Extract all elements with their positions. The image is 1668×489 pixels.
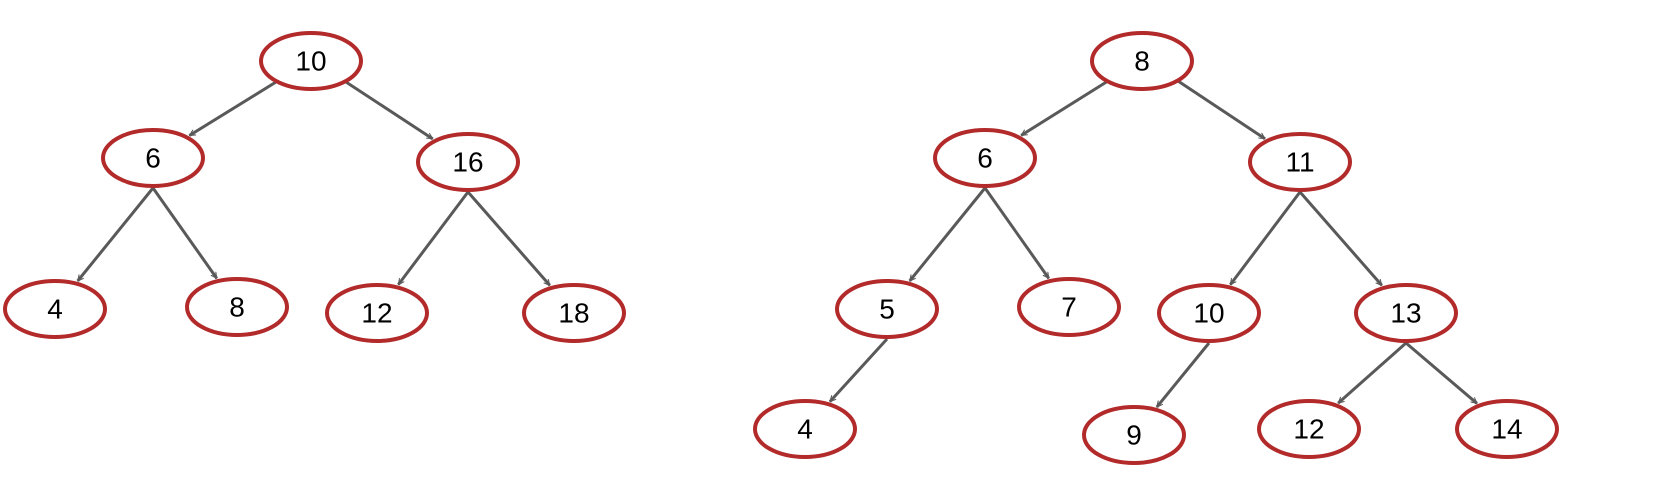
node-ellipse: [1017, 277, 1121, 337]
edge-arrow: [1405, 341, 1478, 405]
tree-node: 12: [325, 283, 429, 343]
tree-node: 6: [933, 128, 1037, 188]
tree-node: 6: [101, 128, 205, 188]
node-label: 6: [145, 143, 161, 174]
node-ellipse: [753, 399, 857, 459]
node-ellipse: [101, 128, 205, 188]
edge-arrow: [466, 191, 551, 287]
tree-node: 4: [753, 399, 857, 459]
node-ellipse: [3, 279, 107, 339]
nodes-layer: 10 6 16 4 8 12 18 8 6 11 5 7 10 13 4 9 12 14: [3, 31, 1559, 465]
node-label: 14: [1491, 414, 1522, 445]
node-ellipse: [1090, 31, 1194, 91]
edge-arrow: [1155, 342, 1211, 408]
node-label: 7: [1061, 292, 1077, 323]
tree-node: 8: [185, 277, 289, 337]
edge-arrow: [828, 337, 889, 403]
tree-node: 4: [3, 279, 107, 339]
node-label: 4: [797, 414, 813, 445]
node-ellipse: [933, 128, 1037, 188]
tree-node: 10: [1157, 283, 1261, 343]
node-label: 6: [977, 143, 993, 174]
tree-node: 9: [1082, 405, 1186, 465]
tree-node: 16: [416, 132, 520, 192]
node-label: 10: [1193, 298, 1224, 329]
tree-node: 7: [1017, 277, 1121, 337]
node-ellipse: [185, 277, 289, 337]
node-label: 8: [1134, 46, 1150, 77]
tree-node: 11: [1248, 132, 1352, 192]
node-label: 18: [558, 298, 589, 329]
node-ellipse: [1257, 399, 1361, 459]
edge-arrow: [151, 187, 218, 280]
tree-node: 13: [1354, 283, 1458, 343]
node-label: 4: [47, 294, 63, 325]
node-label: 5: [879, 294, 895, 325]
node-ellipse: [1082, 405, 1186, 465]
edge-arrow: [1298, 191, 1383, 287]
node-ellipse: [1354, 283, 1458, 343]
tree-node: 18: [522, 283, 626, 343]
node-ellipse: [1455, 399, 1559, 459]
node-label: 12: [361, 298, 392, 329]
edge-arrow: [345, 80, 434, 141]
node-ellipse: [522, 283, 626, 343]
node-ellipse: [1157, 283, 1261, 343]
node-ellipse: [1248, 132, 1352, 192]
edge-arrow: [1337, 341, 1407, 405]
node-label: 9: [1126, 420, 1142, 451]
tree-node: 8: [1090, 31, 1194, 91]
node-label: 13: [1390, 298, 1421, 329]
node-ellipse: [325, 283, 429, 343]
node-label: 10: [295, 46, 326, 77]
edge-arrow: [1020, 79, 1109, 137]
edges-layer: [76, 79, 1478, 408]
edge-arrow: [188, 80, 277, 137]
node-ellipse: [416, 132, 520, 192]
node-label: 16: [452, 147, 483, 178]
tree-node: 14: [1455, 399, 1559, 459]
node-ellipse: [835, 279, 939, 339]
edge-arrow: [76, 187, 155, 282]
node-label: 8: [229, 292, 245, 323]
tree-node: 12: [1257, 399, 1361, 459]
edge-arrow: [1177, 79, 1266, 140]
tree-node: 5: [835, 279, 939, 339]
tree-node: 10: [259, 31, 363, 91]
edge-arrow: [397, 191, 470, 286]
edge-arrow: [908, 187, 987, 282]
edge-arrow: [1229, 191, 1302, 286]
node-label: 11: [1285, 147, 1314, 178]
node-ellipse: [259, 31, 363, 91]
edge-arrow: [983, 187, 1050, 280]
node-label: 12: [1293, 414, 1324, 445]
